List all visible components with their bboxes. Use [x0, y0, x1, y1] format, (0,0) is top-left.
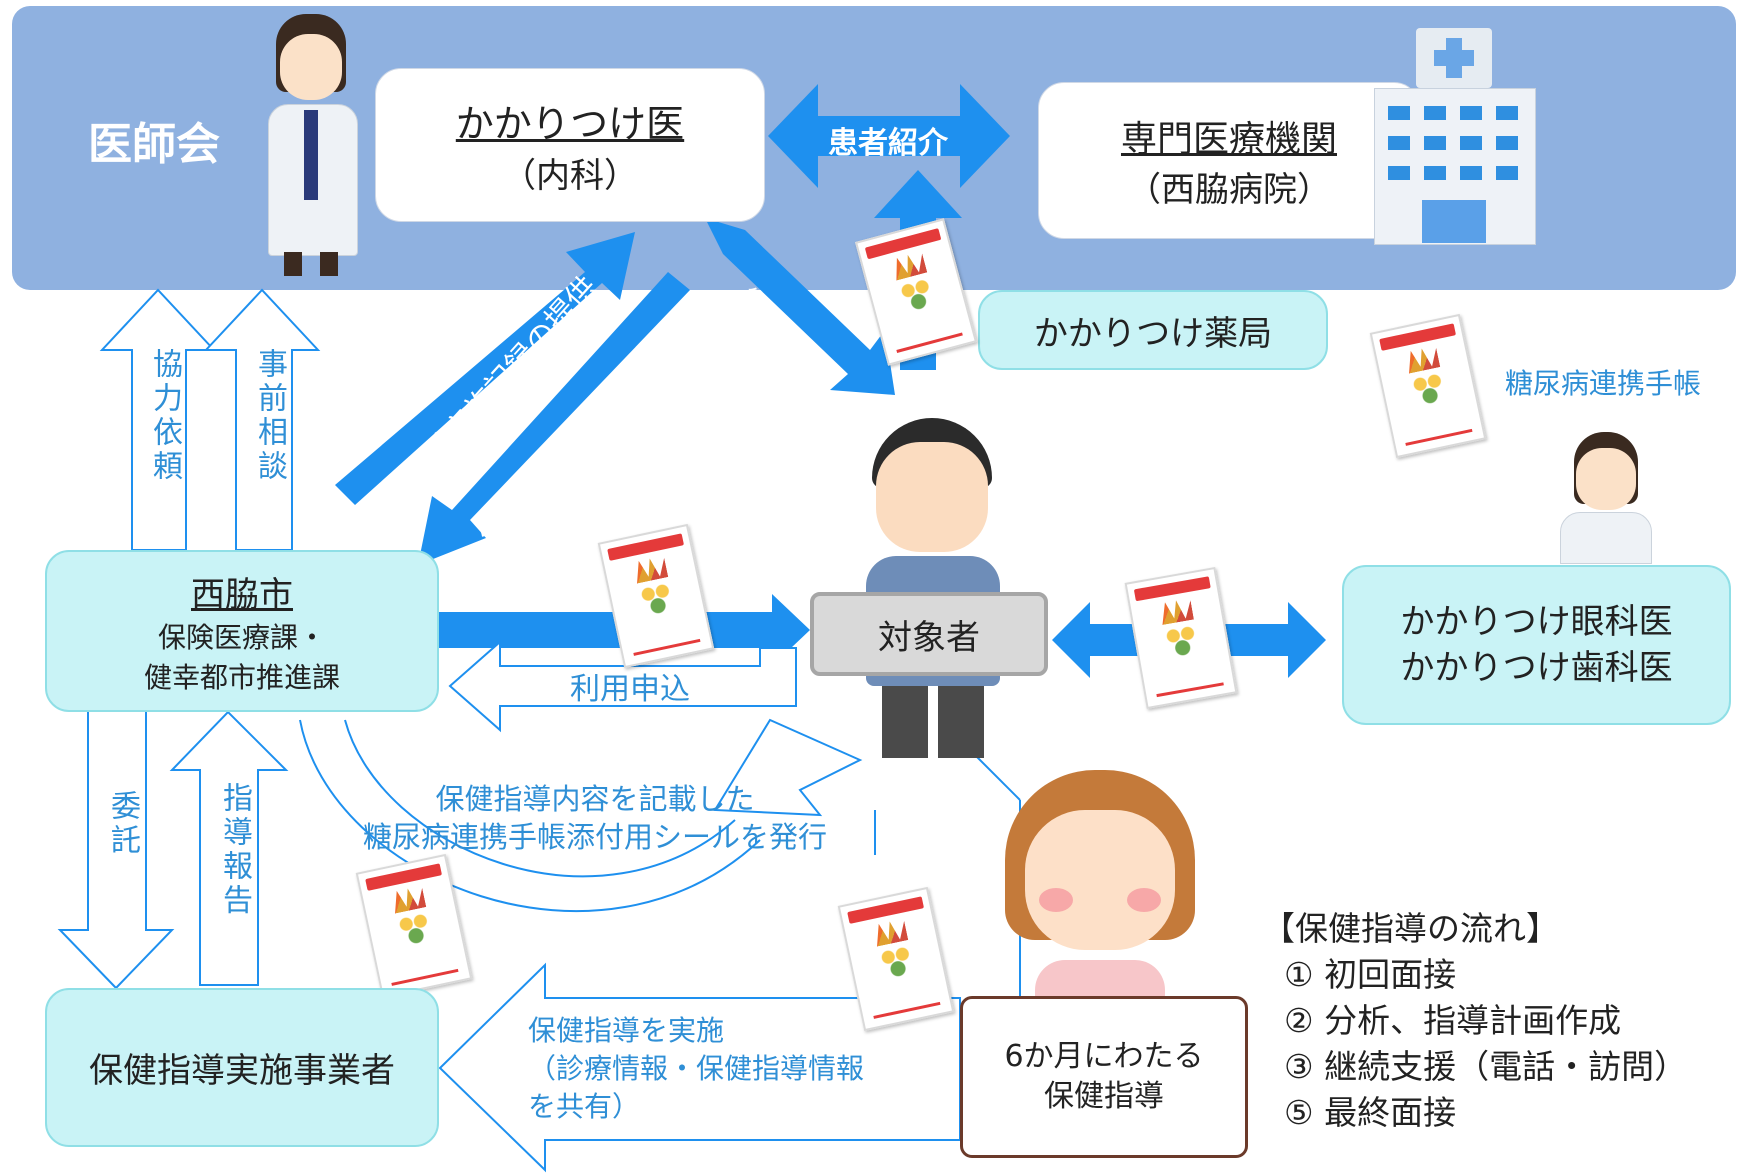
- guidance-flow: 【保健指導の流れ】 ① 初回面接 ② 分析、指導計画作成 ③ 継続支援（電話・訪…: [1262, 906, 1687, 1136]
- city-box: 西脇市 保険医療課・ 健幸都市推進課: [45, 550, 439, 712]
- entrust-label: 委託: [105, 790, 140, 858]
- recommend-arrow: [705, 218, 895, 395]
- implement-line1: 保健指導を実施: [528, 1014, 725, 1047]
- records-arrow: [335, 232, 635, 505]
- six-months-line2: 保健指導: [1044, 1079, 1164, 1114]
- patient-referral-label: 患者紹介: [828, 126, 948, 161]
- person-icon: [860, 418, 1005, 758]
- provider-box: 保健指導実施事業者: [45, 988, 439, 1147]
- flow-title: 【保健指導の流れ】: [1262, 909, 1559, 948]
- nurse-icon: [995, 770, 1205, 1010]
- family-doctor-box: かかりつけ医 （内科）: [375, 68, 765, 222]
- flow-step: ② 分析、指導計画作成: [1284, 1001, 1622, 1040]
- six-months-line1: 6か月にわたる: [1004, 1039, 1204, 1074]
- entrust-arrow: [57, 709, 175, 990]
- guidance-report-label: 指導報告: [217, 782, 252, 918]
- specialist-sub: （西脇病院）: [1127, 170, 1331, 210]
- flow-step: ① 初回面接: [1284, 955, 1457, 994]
- cooperation-request-label: 協力依頼: [147, 348, 182, 484]
- pharmacy-box: かかりつけ薬局: [978, 290, 1328, 370]
- confirm-doc-arrow: [418, 272, 690, 565]
- city-line1: 保険医療課・: [157, 620, 326, 654]
- six-months-sign: 6か月にわたる 保健指導: [960, 996, 1248, 1158]
- diabetes-notebook-label: 糖尿病連携手帳: [1505, 367, 1702, 400]
- city-line2: 健幸都市推進課: [143, 660, 340, 694]
- doctors-association-label: 医師会: [88, 119, 220, 170]
- eye-doctor-label: かかりつけ眼科医: [1400, 602, 1673, 642]
- seal-arrowhead: [713, 718, 863, 817]
- seal-text-line1: 保健指導内容を記載した: [435, 782, 755, 816]
- implement-arrow: [438, 962, 961, 1173]
- seal-text: 保健指導内容を記載した 糖尿病連携手帳添付用シールを発行: [335, 780, 855, 856]
- apply-label: 利用申込: [570, 672, 690, 707]
- doctor-icon: [250, 14, 370, 276]
- cooperation-arrow: [99, 288, 217, 551]
- implement-line3: を共有）: [528, 1090, 641, 1123]
- dental-doctor-label: かかりつけ歯科医: [1400, 648, 1673, 688]
- family-doctor-title: かかりつけ医: [455, 102, 685, 146]
- seal-text-line2: 糖尿病連携手帳添付用シールを発行: [362, 820, 827, 854]
- prior-consultation-label: 事前相談: [252, 348, 287, 484]
- city-title: 西脇市: [191, 574, 293, 615]
- apply-arrow: [448, 639, 797, 733]
- doctor-small-icon: [1548, 432, 1658, 564]
- specialist-title: 専門医療機関: [1120, 119, 1337, 160]
- target-person-box: 対象者: [810, 592, 1048, 676]
- hospital-icon: [1374, 28, 1536, 245]
- referral-arrow: [768, 84, 1010, 188]
- eye-dental-box: かかりつけ眼科医 かかりつけ歯科医: [1342, 565, 1731, 725]
- consultation-arrow: [203, 288, 321, 551]
- specialist-box: 専門医療機関 （西脇病院）: [1038, 82, 1420, 239]
- seal-curve-arrow: [299, 719, 761, 913]
- implement-text: 保健指導を実施 （診療情報・保健指導情報 を共有）: [528, 1012, 864, 1126]
- implement-line2: （診療情報・保健指導情報: [528, 1052, 865, 1085]
- flow-step: ③ 継続支援（電話・訪問）: [1284, 1047, 1688, 1086]
- family-doctor-sub: （内科）: [502, 156, 638, 196]
- report-arrow: [169, 710, 289, 986]
- flow-step: ⑤ 最終面接: [1284, 1093, 1457, 1132]
